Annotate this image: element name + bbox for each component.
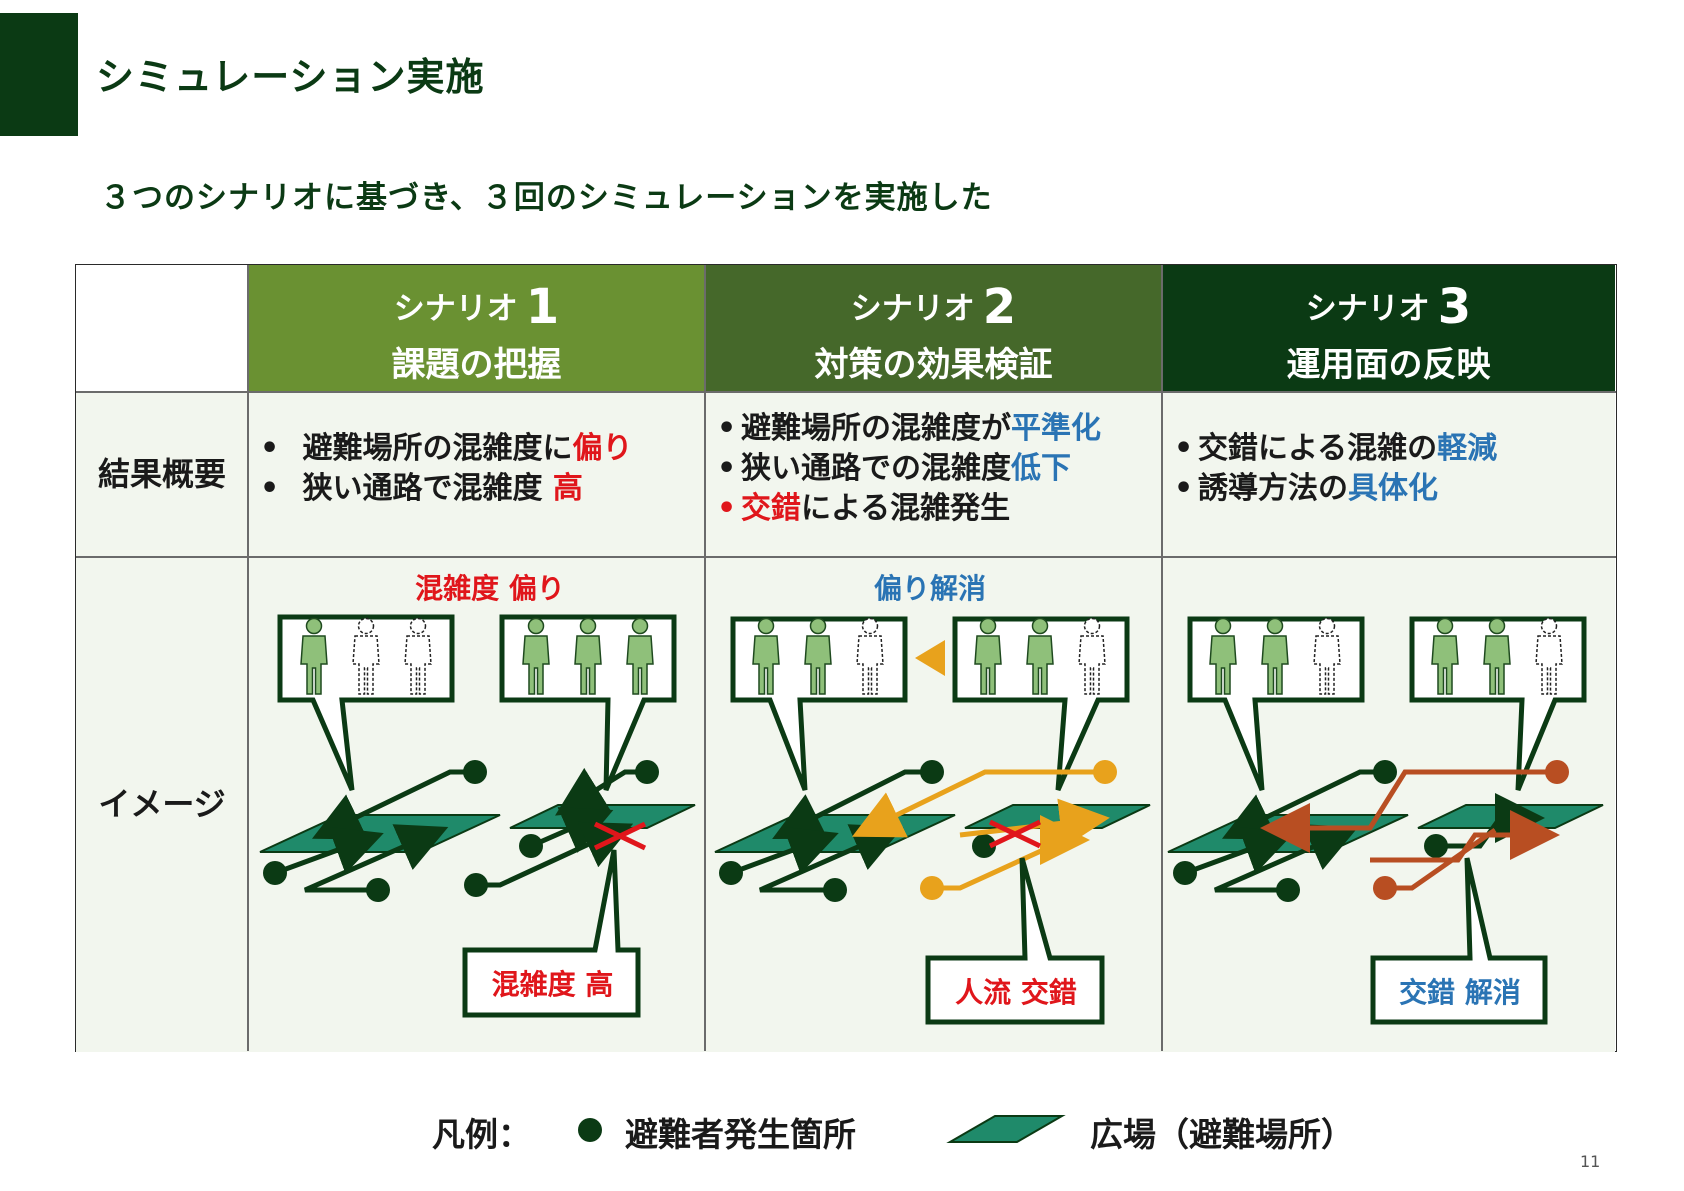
- title-accent-bar: [0, 13, 78, 136]
- row-label-result: 結果概要: [76, 391, 248, 557]
- corner-cell: [76, 265, 248, 391]
- scenario-number: 1: [525, 279, 560, 335]
- callout-text-1: 混雑度 高: [491, 968, 614, 1001]
- page-number: 11: [1580, 1152, 1601, 1171]
- bullet-item: • 狭い通路で混雑度 高: [260, 471, 583, 506]
- scenario-name: 課題の把握: [391, 345, 562, 385]
- bullet-item: • 避難場所の混雑度に偏り: [260, 431, 633, 466]
- legend-plaza-icon: [946, 1115, 1066, 1143]
- page-subtitle: ３つのシナリオに基づき、３回のシミュレーションを実施した: [100, 180, 993, 216]
- scenario-number: 2: [982, 279, 1017, 335]
- bullet-item: •誘導方法の具体化: [1174, 471, 1438, 506]
- divider: [1161, 265, 1163, 1051]
- image-caption-1: 混雑度 偏り: [415, 572, 565, 605]
- scenario-3-result: •交錯による混雑の軽減 •誘導方法の具体化: [1162, 391, 1615, 557]
- scenario-name: 対策の効果検証: [814, 345, 1053, 385]
- scenario-2-result: •避難場所の混雑度が平準化 •狭い通路での混雑度低下 •交錯による混雑発生: [705, 391, 1162, 557]
- scenario-number: 3: [1437, 279, 1472, 335]
- legend-source-text: 避難者発生箇所: [625, 1115, 856, 1154]
- bullet-item: •交錯による混雑発生: [717, 491, 1011, 526]
- scenario-1-result: • 避難場所の混雑度に偏り • 狭い通路で混雑度 高: [248, 391, 705, 557]
- callout-text-2: 人流 交錯: [955, 976, 1077, 1009]
- scenario-label: シナリオ: [393, 291, 518, 327]
- divider: [76, 391, 1616, 393]
- page-title: シミュレーション実施: [96, 55, 485, 99]
- bullet-item: •避難場所の混雑度が平準化: [717, 411, 1101, 446]
- divider: [76, 556, 1616, 558]
- legend-source-dot-icon: [578, 1118, 602, 1142]
- scenario-label: シナリオ: [1305, 291, 1430, 327]
- scenario-label: シナリオ: [850, 291, 975, 327]
- bullet-item: •交錯による混雑の軽減: [1174, 431, 1498, 466]
- bullet-item: •狭い通路での混雑度低下: [717, 451, 1071, 486]
- scenario-name: 運用面の反映: [1286, 345, 1491, 385]
- callout-text-3: 交錯 解消: [1399, 976, 1521, 1009]
- legend-label: 凡例：: [432, 1115, 531, 1154]
- divider: [704, 265, 706, 1051]
- image-caption-2: 偏り解消: [873, 572, 986, 605]
- divider: [247, 265, 249, 1051]
- legend-plaza-text: 広場（避難場所）: [1090, 1115, 1354, 1154]
- row-label-image: イメージ: [76, 557, 248, 1052]
